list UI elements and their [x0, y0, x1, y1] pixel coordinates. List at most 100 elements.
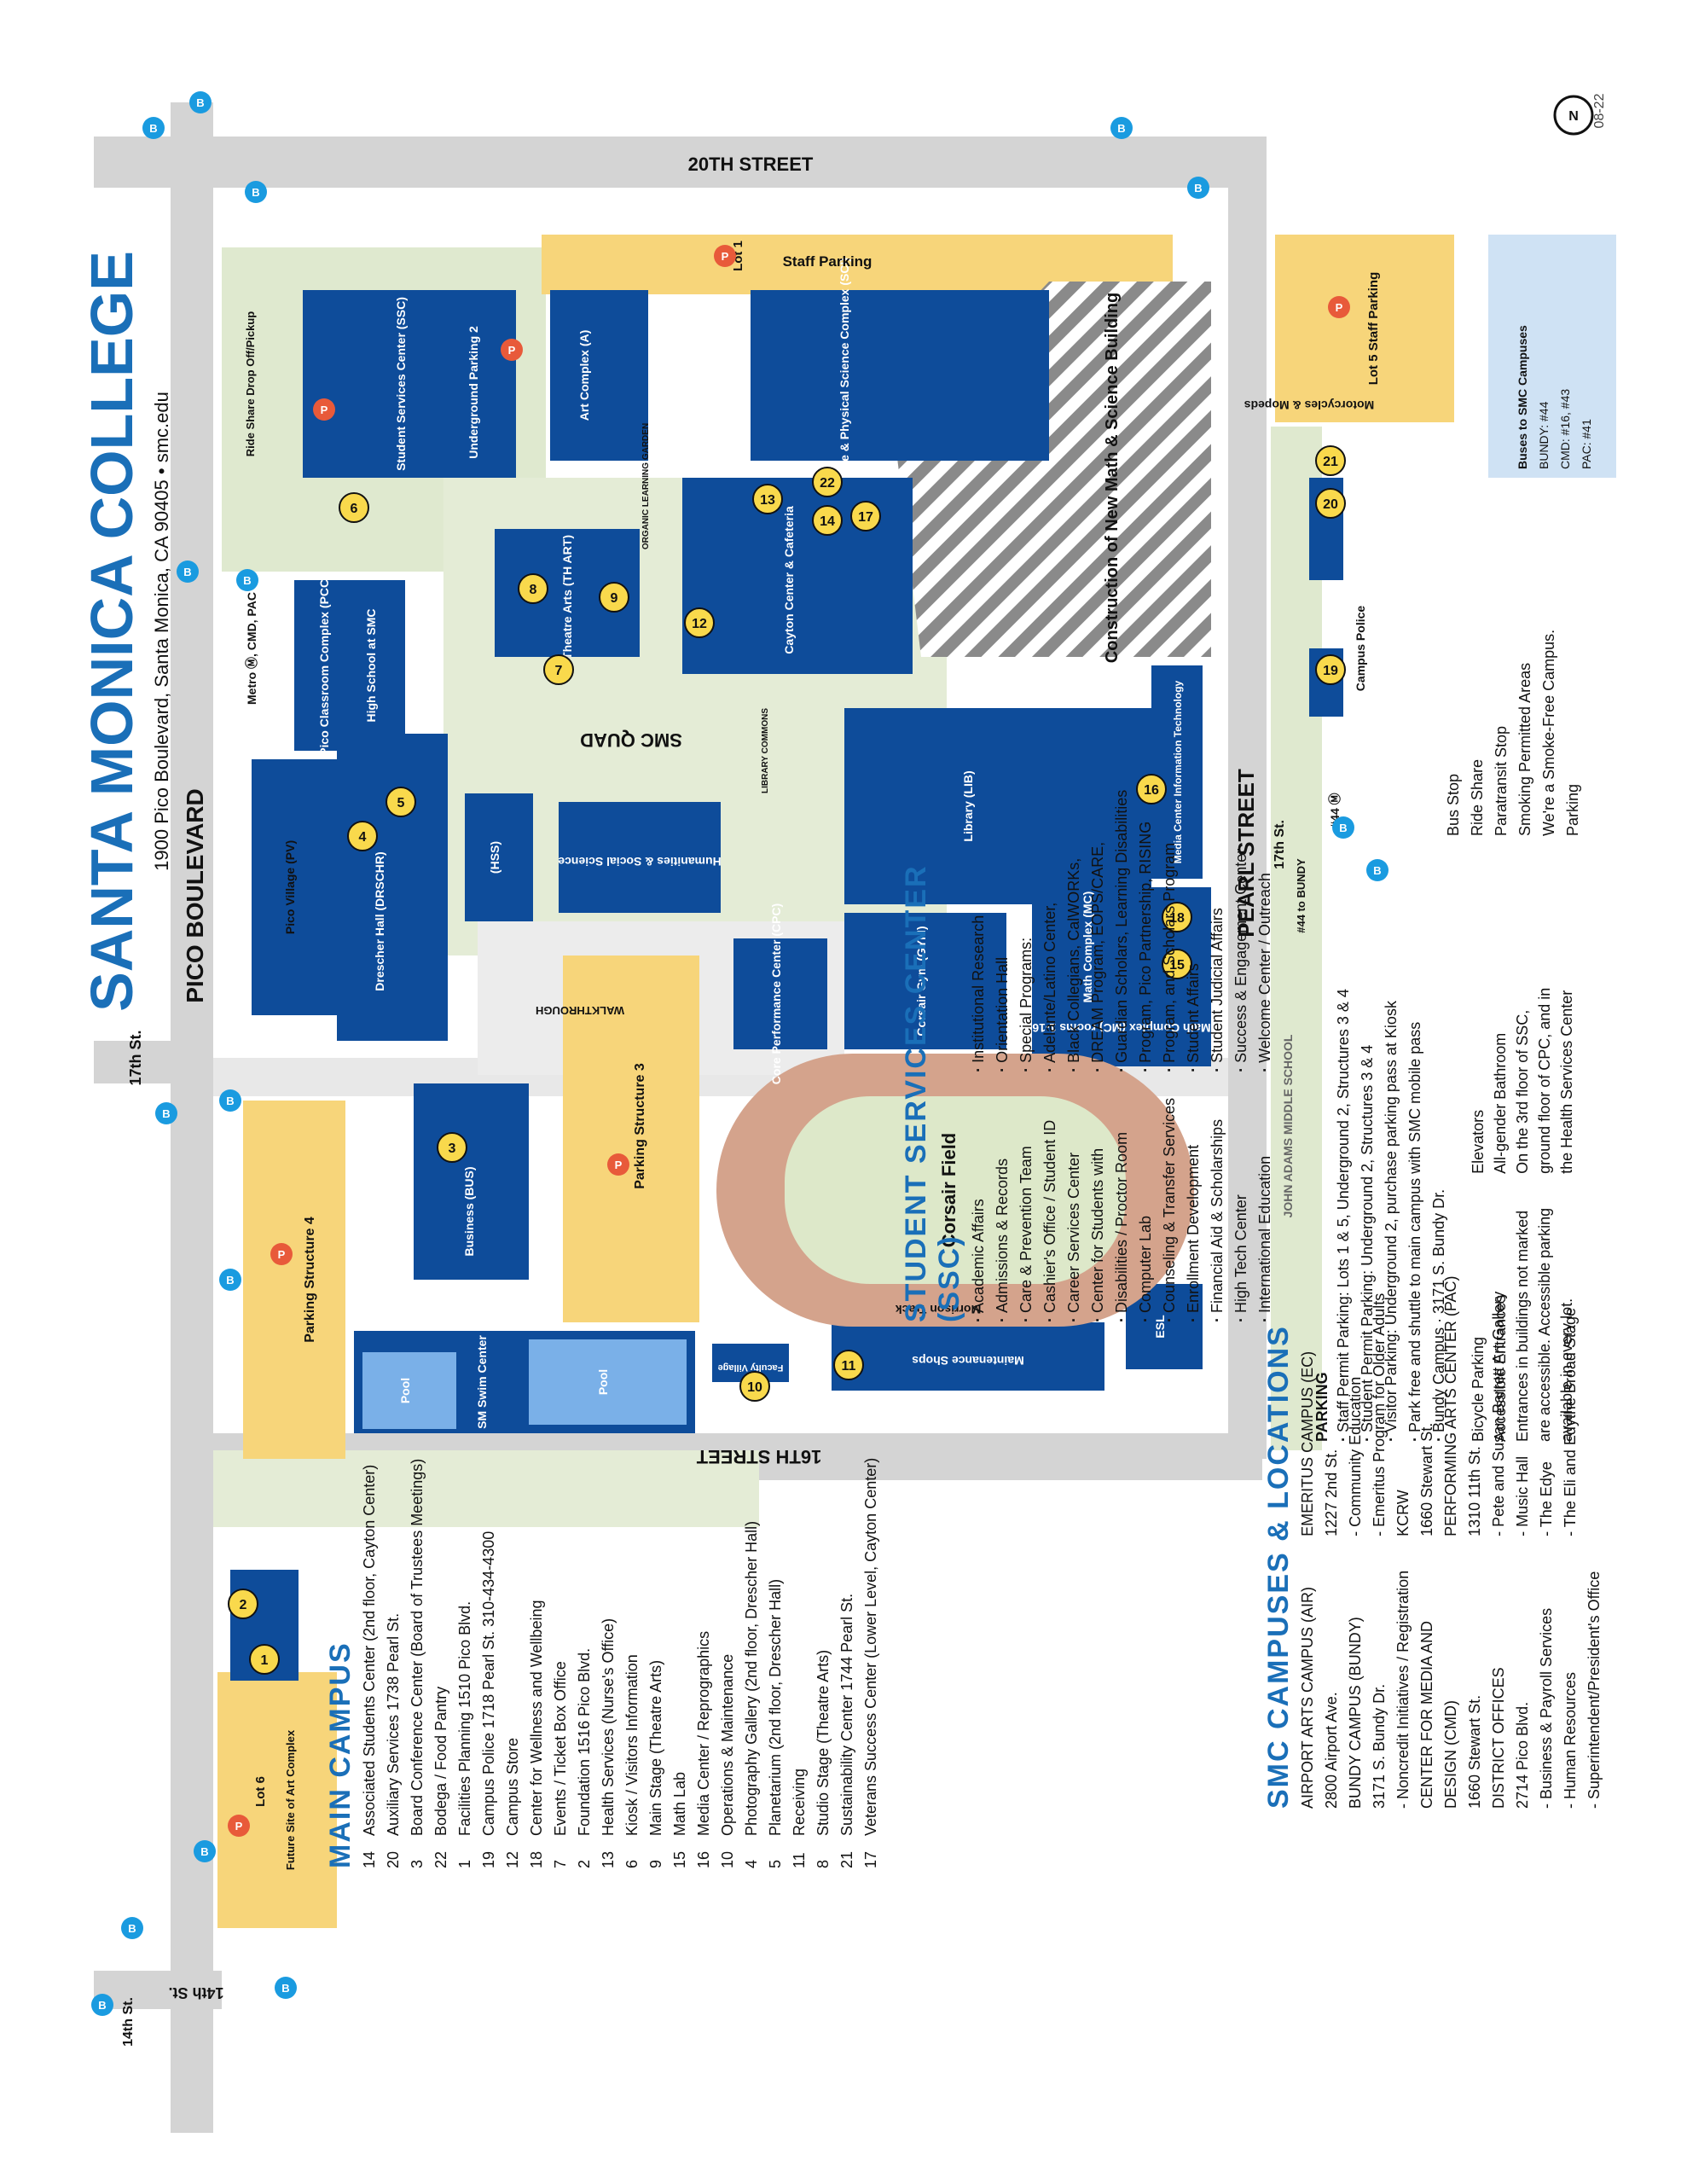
item-text: Associated Students Center (2nd floor, C…	[361, 1464, 378, 1836]
item-text: BUNDY CAMPUS (BUNDY)	[1347, 1617, 1364, 1809]
list-item: 4Photography Gallery (2nd floor, Dresche…	[739, 1322, 763, 1868]
bus-stop-icon[interactable]	[121, 1917, 143, 1939]
list-item: 20Auxiliary Services 1738 Pearl St.	[381, 1322, 405, 1868]
parking-icon[interactable]	[313, 398, 335, 421]
list-item: Guardian Scholars, Learning Disabilities	[1110, 790, 1133, 1072]
bus-stop-icon[interactable]	[194, 1840, 216, 1862]
item-text: KCRW	[1394, 1490, 1412, 1536]
item-text: Academic Affairs	[970, 1199, 987, 1313]
bus-stop-icon[interactable]	[1187, 177, 1209, 199]
parking-icon-letter: P	[278, 1248, 286, 1261]
building-number-badge-6[interactable]	[339, 492, 369, 523]
list-item: 2800 Airport Ave.	[1319, 1571, 1343, 1809]
parking-icon[interactable]	[501, 339, 523, 361]
item-text: Special Programs:	[1017, 937, 1035, 1063]
building-number-badge-8[interactable]	[518, 573, 548, 604]
label-art: Art Complex (A)	[577, 330, 591, 421]
symbol-legend: Bicycle Parking Accessible Entrances Ent…	[1467, 845, 1578, 1442]
building-number-badge-11[interactable]	[833, 1350, 864, 1380]
item-text: DREAM Program, EOPS/CARE,	[1089, 841, 1106, 1063]
pool-2	[529, 1339, 687, 1425]
bus-stop-icon[interactable]	[142, 117, 165, 139]
building-number-badge-14[interactable]	[812, 505, 843, 536]
building-number-badge-5[interactable]	[386, 787, 416, 817]
item-text: 3171 S. Bundy Dr.	[1371, 1683, 1388, 1809]
building-number-badge-3[interactable]	[437, 1132, 467, 1163]
building-number-badge-20[interactable]	[1315, 488, 1346, 519]
building-number-badge-9[interactable]	[599, 582, 629, 613]
label-16th-street: 16TH STREET	[696, 1446, 821, 1467]
parking-icon[interactable]	[270, 1243, 293, 1265]
building-number-badge-10[interactable]	[739, 1371, 770, 1402]
main-campus-list: 14Associated Students Center (2nd floor,…	[357, 1322, 883, 1868]
building-number-badge-17[interactable]	[850, 501, 881, 531]
parking-icon[interactable]	[607, 1153, 629, 1176]
bus-stop-icon-letter: B	[196, 96, 204, 109]
parking-icon[interactable]	[1328, 296, 1350, 318]
list-item: Student Affairs	[1181, 790, 1205, 1072]
item-number: 12	[504, 1850, 521, 1868]
bus-stop-icon[interactable]	[219, 1269, 241, 1291]
parking-icon-letter: P	[1336, 301, 1343, 314]
bus-stop-icon-letter: B	[226, 1274, 234, 1287]
road-14th-street-stub	[94, 1971, 222, 2009]
item-number: 10	[719, 1850, 736, 1868]
list-item: - Business & Payroll Services	[1534, 1571, 1558, 1809]
item-text: Receiving	[791, 1768, 808, 1836]
building-number-badge-12[interactable]	[684, 607, 715, 638]
building-number-badge-4[interactable]	[347, 821, 378, 851]
list-item: Student Judicial Affairs	[1205, 790, 1229, 1072]
label-library-commons: LIBRARY COMMONS	[761, 708, 770, 793]
building-number-badge-22[interactable]	[812, 467, 843, 497]
bus-stop-icon-letter: B	[243, 574, 251, 587]
bus-stop-icon[interactable]	[245, 181, 267, 203]
bus-stop-icon[interactable]	[189, 91, 212, 113]
item-text: Financial Aid & Scholarships	[1209, 1118, 1226, 1313]
bus-stop-icon[interactable]	[1332, 816, 1354, 839]
list-item: Computer Lab	[1133, 1098, 1157, 1322]
parking-icon[interactable]	[228, 1815, 250, 1837]
lawn-south	[213, 1450, 759, 1527]
bus-stop-icon[interactable]	[219, 1089, 241, 1112]
bus-stop-icon[interactable]	[177, 561, 199, 583]
bus-stop-icon-letter: B	[1339, 822, 1347, 834]
bus-stop-icon-letter: B	[149, 122, 157, 135]
building-number-badge-13[interactable]	[752, 484, 783, 514]
list-item: 13Health Services (Nurse's Office)	[596, 1322, 620, 1868]
building-number-badge-1[interactable]	[249, 1644, 280, 1675]
building-number-badge-19[interactable]	[1315, 654, 1346, 685]
building-number-badge-2[interactable]	[228, 1589, 258, 1619]
item-text: Enrollment Development	[1185, 1144, 1202, 1313]
building-number-badge-21[interactable]	[1315, 445, 1346, 476]
bus-stop-icon[interactable]	[91, 1994, 113, 2016]
label-17th-street: 17th St.	[127, 1030, 144, 1085]
bus-stop-icon[interactable]	[1366, 859, 1388, 881]
item-text: Kiosk / Visitors Information	[623, 1654, 641, 1836]
building-number-label: 7	[555, 664, 563, 678]
list-item: 7Events / Ticket Box Office	[548, 1322, 572, 1868]
list-item: Enrollment Development	[1181, 1098, 1205, 1322]
building-cpc	[733, 938, 827, 1049]
bus-stop-icon-letter: B	[281, 1982, 289, 1995]
bus-stop-icon[interactable]	[275, 1977, 297, 1999]
north-arrow-letter: N	[1568, 109, 1579, 124]
main-campus-title: MAIN CAMPUS	[324, 1641, 357, 1868]
label-14th-street: 14th St.	[168, 1984, 223, 2001]
bus-stop-icon[interactable]	[1110, 117, 1133, 139]
building-sci	[751, 290, 1049, 461]
bus-stop-icon[interactable]	[155, 1102, 177, 1124]
title-group: SANTA MONICA COLLEGE 1900 Pico Boulevard…	[78, 93, 1607, 1011]
building-number-badge-7[interactable]	[543, 654, 574, 685]
parking-icon[interactable]	[714, 245, 736, 267]
item-number: 2	[576, 1859, 593, 1868]
item-text: - The Edye	[1538, 1461, 1555, 1536]
legend-smoking2: We're a Smoke-Free Campus.	[1540, 629, 1557, 836]
ssc-list-2: Institutional ResearchOrientation HallSp…	[966, 790, 1277, 1072]
item-text: Center for Students with	[1089, 1147, 1106, 1313]
item-text: Operations & Maintenance	[719, 1653, 736, 1836]
item-text: Campus Store	[504, 1737, 521, 1836]
list-item: 6Kiosk / Visitors Information	[620, 1322, 644, 1868]
bus-stop-icon[interactable]	[236, 569, 258, 591]
item-text: Welcome Center / Outreach	[1256, 873, 1273, 1063]
item-text: - Human Resources	[1562, 1671, 1579, 1809]
